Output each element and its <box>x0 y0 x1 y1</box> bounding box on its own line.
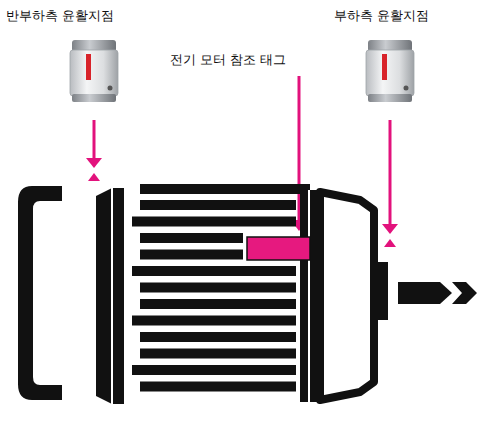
point-label: 반부하측 윤활지점 <box>6 8 114 23</box>
fin <box>132 316 296 326</box>
fin <box>140 200 296 210</box>
fin <box>132 365 296 375</box>
tag-gap <box>243 233 314 264</box>
end-cap-left <box>18 186 62 400</box>
fin <box>140 382 296 392</box>
point-label: 부하측 윤활지점 <box>334 8 429 23</box>
lubricator-right <box>366 40 414 102</box>
lubricator-left <box>70 40 118 102</box>
cooling-fins <box>132 200 314 392</box>
point-label: 전기 모터 참조 태그 <box>170 52 286 67</box>
fin <box>140 332 296 342</box>
frame-right <box>300 190 318 402</box>
top-fin <box>140 184 310 194</box>
shaft-tip <box>452 282 477 304</box>
shaft-flange <box>378 262 388 320</box>
shaft <box>398 282 452 304</box>
fin <box>132 217 296 227</box>
reference-tag <box>247 237 310 260</box>
fin <box>132 266 296 276</box>
fin <box>140 283 296 293</box>
fin <box>140 299 296 309</box>
pointer-arrows <box>86 76 398 247</box>
frame-left <box>96 188 124 404</box>
end-cap-right <box>320 192 374 400</box>
fin <box>140 349 296 359</box>
electric-motor <box>18 184 477 404</box>
